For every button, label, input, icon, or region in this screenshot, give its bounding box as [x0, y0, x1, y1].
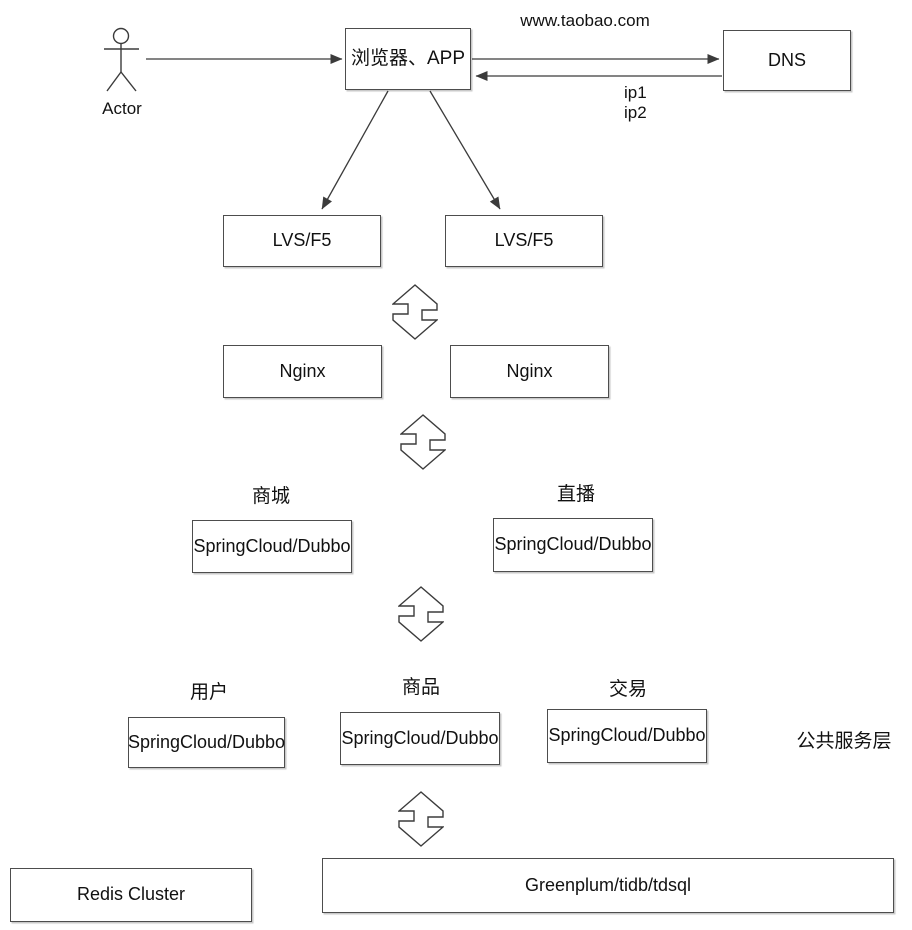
node-springcloud-user[interactable]: SpringCloud/Dubbo: [128, 717, 285, 768]
node-browser-app[interactable]: 浏览器、APP: [345, 28, 471, 90]
node-lvs-f5-left[interactable]: LVS/F5: [223, 215, 381, 267]
bidirectional-arrow-icon: [398, 586, 444, 642]
label-group-live: 直播: [556, 484, 596, 505]
label-group-user: 用户: [189, 682, 229, 703]
node-springcloud-live[interactable]: SpringCloud/Dubbo: [493, 518, 653, 572]
node-dns[interactable]: DNS: [723, 30, 851, 91]
label-url: www.taobao.com: [520, 11, 650, 30]
label-actor: Actor: [102, 99, 142, 118]
bidirectional-arrow-icon: [392, 284, 438, 340]
node-greenplum[interactable]: Greenplum/tidb/tdsql: [322, 858, 894, 913]
node-redis-cluster[interactable]: Redis Cluster: [10, 868, 252, 922]
bidirectional-arrow-icon: [400, 414, 446, 470]
label-common-service-layer: 公共服务层: [796, 731, 892, 752]
label-group-mall: 商城: [251, 486, 291, 507]
node-nginx-right[interactable]: Nginx: [450, 345, 609, 398]
bidirectional-arrow-icon: [398, 791, 444, 847]
node-springcloud-mall[interactable]: SpringCloud/Dubbo: [192, 520, 352, 573]
node-lvs-f5-right[interactable]: LVS/F5: [445, 215, 603, 267]
arrow-browser-to-lvs-left: [321, 90, 389, 210]
actor-icon: [104, 27, 139, 92]
node-nginx-left[interactable]: Nginx: [223, 345, 382, 398]
label-ip2: ip2: [624, 103, 647, 122]
node-springcloud-trade[interactable]: SpringCloud/Dubbo: [547, 709, 707, 763]
label-group-trade: 交易: [608, 679, 648, 700]
arrow-browser-to-lvs-right: [429, 90, 501, 210]
node-springcloud-product[interactable]: SpringCloud/Dubbo: [340, 712, 500, 765]
label-ip1: ip1: [624, 83, 647, 102]
label-group-product: 商品: [401, 677, 441, 698]
